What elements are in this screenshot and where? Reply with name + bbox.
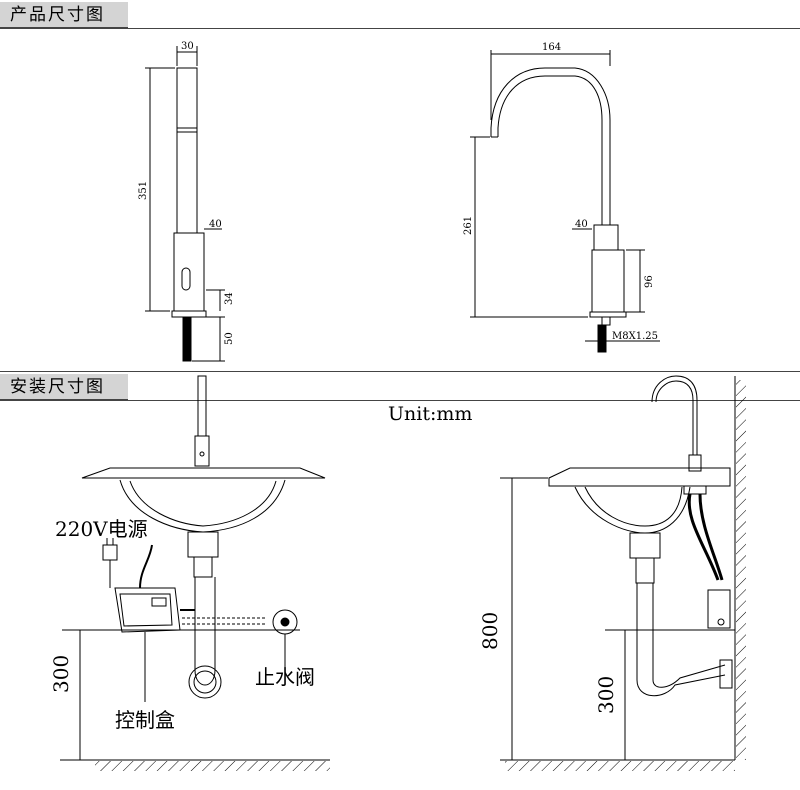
power-label: 220V电源 [55, 517, 148, 541]
dim-width-top: 30 [181, 41, 194, 52]
floor-hatch [505, 761, 735, 771]
dim-height-800: 800 [478, 612, 502, 650]
dim-sensor-height: 34 [224, 292, 235, 305]
dim-height-total: 261 [463, 216, 474, 235]
dim-height-300-left: 300 [49, 655, 73, 693]
section-title-installation-dimensions: 安装尺寸图 [0, 374, 128, 400]
dim-tail-length: 50 [224, 332, 235, 345]
straight-faucet-drawing [145, 46, 225, 362]
floor-hatch [95, 761, 330, 771]
section-divider [0, 28, 800, 29]
section-divider [0, 371, 800, 372]
unit-label: Unit:mm [388, 403, 473, 425]
dim-spout-reach: 164 [542, 42, 561, 53]
installation-side-view [500, 375, 736, 761]
dim-thread: M8X1.25 [612, 331, 658, 342]
dim-height-total: 351 [138, 181, 149, 200]
section-divider [0, 400, 800, 401]
section-title-product-dimensions: 产品尺寸图 [0, 2, 128, 28]
control-box-label: 控制盒 [115, 708, 175, 732]
dim-body-height: 96 [644, 275, 655, 288]
gooseneck-faucet-drawing [470, 50, 660, 353]
stop-valve-label: 止水阀 [255, 665, 315, 689]
dim-body-width: 40 [575, 219, 588, 230]
wall-hatch [736, 380, 746, 760]
dim-body-width: 40 [209, 219, 222, 230]
dim-height-300-right: 300 [594, 676, 618, 714]
installation-front-view [60, 375, 330, 761]
